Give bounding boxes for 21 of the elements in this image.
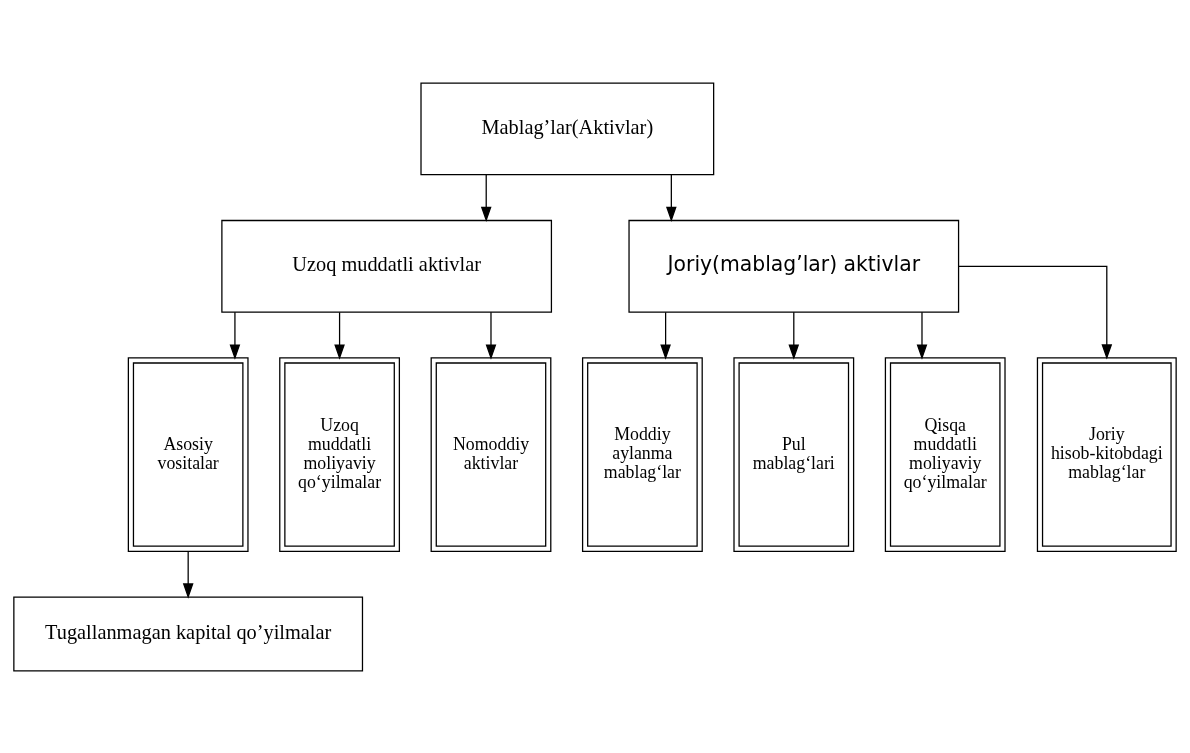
node-box: Uzoq muddatli moliyaviy qo‘yilmalar	[279, 356, 400, 552]
arrow	[182, 550, 194, 599]
node-box: Mablag’lar(Aktivlar)	[420, 81, 715, 175]
arrow	[666, 173, 677, 222]
arrow	[334, 311, 345, 360]
node-box: Joriy hisob-kitobdagi mablag‘lar	[1036, 356, 1177, 552]
node-box: Joriy(mablag’lar) aktivlar	[628, 219, 960, 313]
arrow	[229, 311, 241, 360]
arrow	[788, 311, 800, 360]
node-box: Qisqa muddatli moliyaviy qo‘yilmalar	[884, 356, 1006, 552]
arrow	[916, 311, 928, 360]
arrow	[958, 265, 1113, 360]
arrow	[660, 311, 671, 360]
node-box: Nomoddiy aktivlar	[430, 356, 552, 552]
node-box: Tugallanmagan kapital qo’yilmalar	[13, 595, 364, 672]
node-box: Pul mablag‘lari	[733, 356, 855, 552]
arrow	[485, 311, 497, 360]
node-box: Uzoq muddatli aktivlar	[221, 219, 553, 313]
arrow	[480, 173, 492, 222]
node-box: Asosiy vositalar	[127, 356, 249, 552]
node-box: Moddiy aylanma mablag‘lar	[581, 356, 703, 552]
